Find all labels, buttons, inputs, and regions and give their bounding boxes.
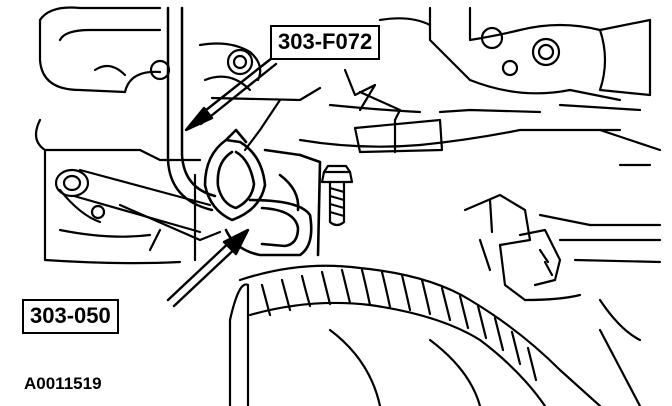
figure-id-label: A0011519 — [24, 374, 102, 393]
leader-top — [184, 56, 278, 132]
leader-bottom — [166, 228, 250, 308]
sensor-bracket — [343, 68, 444, 154]
diagonal-tube — [54, 168, 212, 234]
wiring-connectors — [463, 193, 662, 302]
lifting-eye — [203, 128, 322, 257]
callout-tool-303-f072: 303-F072 — [270, 25, 381, 60]
stud-bolt — [320, 164, 354, 227]
bolt-bosses — [149, 26, 561, 81]
engine-block-outline — [38, 6, 662, 167]
callout-tool-303-050: 303-050 — [22, 299, 119, 334]
wiring-harness — [228, 264, 642, 406]
engine-mount-bracket — [34, 118, 222, 265]
